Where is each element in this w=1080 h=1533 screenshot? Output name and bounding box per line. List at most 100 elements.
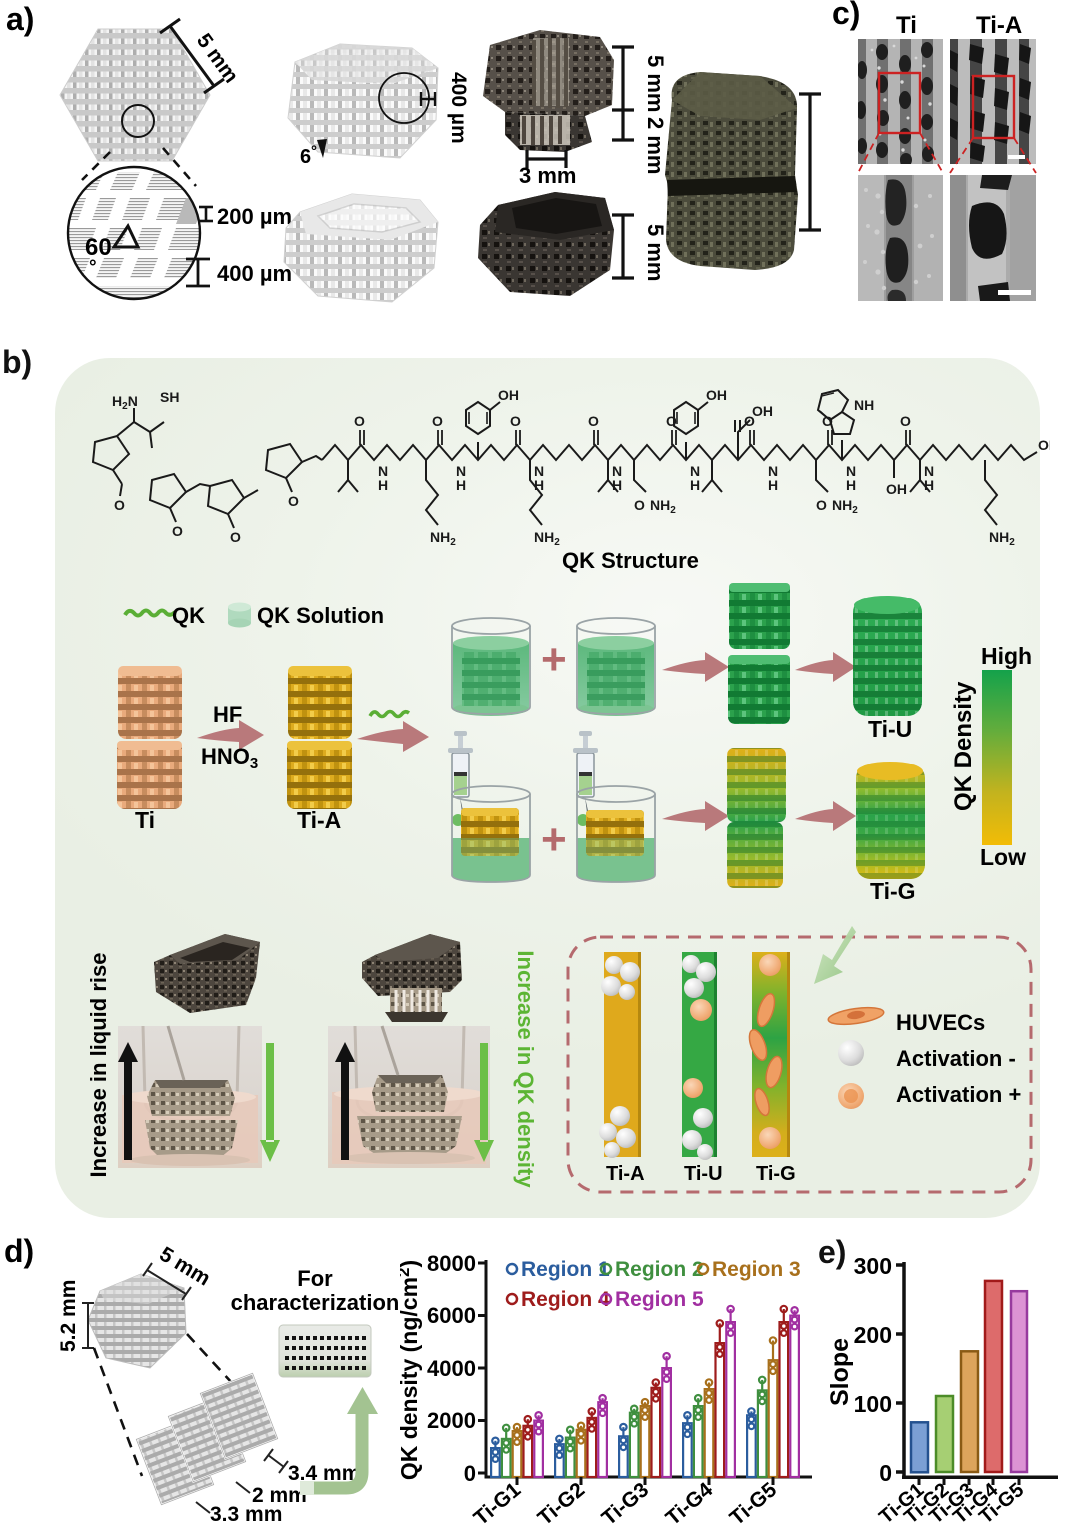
svg-text:3.3 mm: 3.3 mm (210, 1503, 282, 1526)
svg-text:O: O (744, 413, 755, 429)
svg-text:Region 4: Region 4 (521, 1288, 610, 1311)
svg-text:O: O (354, 413, 365, 429)
svg-text:Ti-U: Ti-U (684, 1163, 723, 1185)
svg-text:6: 6 (300, 146, 311, 168)
svg-text:H: H (846, 477, 856, 493)
svg-text:Increase in liquid rise: Increase in liquid rise (86, 953, 111, 1178)
svg-text:O: O (114, 497, 125, 513)
svg-text:Ti-A: Ti-A (606, 1163, 645, 1185)
svg-text:N: N (846, 463, 856, 479)
svg-text:5 mm: 5 mm (643, 55, 668, 112)
svg-text:N: N (456, 463, 466, 479)
svg-text:300: 300 (854, 1253, 892, 1279)
svg-text:d): d) (4, 1233, 34, 1269)
svg-text:N: N (924, 463, 934, 479)
svg-text:NH2: NH2 (430, 529, 456, 548)
svg-text:OH: OH (886, 481, 907, 497)
svg-text:OH: OH (498, 387, 519, 403)
svg-text:Ti: Ti (896, 12, 917, 39)
svg-text:Ti-G: Ti-G (756, 1163, 796, 1185)
svg-text:Region 5: Region 5 (615, 1288, 704, 1311)
svg-text:characterization: characterization (231, 1290, 400, 1315)
svg-text:+: + (541, 635, 567, 684)
svg-text:5 mm: 5 mm (643, 224, 668, 281)
svg-text:O: O (230, 529, 241, 545)
svg-text:4000: 4000 (427, 1356, 476, 1381)
svg-text:400 µm: 400 µm (217, 261, 292, 286)
svg-text:H: H (456, 477, 466, 493)
svg-text:Ti-U: Ti-U (868, 716, 912, 742)
svg-text:OH: OH (1038, 437, 1050, 453)
svg-text:NH2: NH2 (650, 497, 676, 516)
svg-text:O: O (816, 497, 827, 513)
svg-text:O: O (432, 413, 443, 429)
svg-text:Region 1: Region 1 (521, 1258, 610, 1281)
svg-text:O: O (510, 413, 521, 429)
svg-text:N: N (612, 463, 622, 479)
svg-text:O: O (288, 493, 299, 509)
svg-text:c): c) (832, 0, 860, 31)
svg-text:3.4 mm: 3.4 mm (288, 1462, 360, 1485)
svg-text:H: H (924, 477, 934, 493)
svg-text:a): a) (6, 1, 34, 37)
svg-text:2 mm: 2 mm (252, 1484, 307, 1507)
svg-text:N: N (534, 463, 544, 479)
svg-text:Ti-A: Ti-A (297, 807, 341, 833)
svg-text:Ti-A: Ti-A (976, 12, 1022, 39)
svg-text:200 µm: 200 µm (217, 204, 292, 229)
svg-text:+: + (541, 815, 567, 864)
svg-text:H: H (378, 477, 388, 493)
svg-text:For: For (297, 1266, 333, 1291)
svg-text:N: N (768, 463, 778, 479)
svg-text:O: O (634, 497, 645, 513)
svg-text:O: O (822, 413, 833, 429)
svg-text:Ti-G3: Ti-G3 (598, 1478, 654, 1530)
svg-text:Ti-G: Ti-G (870, 878, 916, 904)
svg-text:NH2: NH2 (534, 529, 560, 548)
svg-text:Region 2: Region 2 (615, 1258, 704, 1281)
svg-text:HF: HF (213, 702, 242, 727)
svg-text:°: ° (89, 257, 97, 278)
svg-text:2000: 2000 (427, 1408, 476, 1433)
svg-text:O: O (666, 413, 677, 429)
svg-text:QK density (ng/cm2): QK density (ng/cm2) (400, 1260, 422, 1480)
svg-text:HUVECs: HUVECs (896, 1010, 985, 1035)
svg-text:O: O (900, 413, 911, 429)
svg-text:H: H (768, 477, 778, 493)
svg-text:Ti-G4: Ti-G4 (662, 1478, 718, 1530)
svg-text:200: 200 (854, 1322, 892, 1348)
svg-text:SH: SH (160, 389, 179, 405)
svg-text:QK: QK (172, 603, 205, 628)
svg-text:N: N (378, 463, 388, 479)
svg-text:HNO3: HNO3 (201, 744, 258, 772)
svg-text:H: H (612, 477, 622, 493)
svg-text:Activation -: Activation - (896, 1046, 1016, 1071)
svg-text:100: 100 (854, 1391, 892, 1417)
svg-text:NH: NH (854, 397, 874, 413)
svg-text:2 mm: 2 mm (643, 117, 668, 174)
svg-text:OH: OH (752, 403, 773, 419)
svg-text:0: 0 (464, 1461, 476, 1486)
svg-text:Region 3: Region 3 (712, 1258, 801, 1281)
svg-text:3 mm: 3 mm (519, 163, 576, 188)
svg-text:°: ° (311, 143, 317, 160)
svg-text:60: 60 (85, 234, 112, 261)
svg-text:0: 0 (879, 1460, 892, 1486)
svg-text:Activation +: Activation + (896, 1082, 1021, 1107)
svg-text:H: H (690, 477, 700, 493)
svg-text:O: O (588, 413, 599, 429)
svg-text:High: High (981, 643, 1032, 669)
svg-text:QK Density: QK Density (950, 681, 977, 811)
svg-text:Ti: Ti (135, 807, 155, 833)
svg-text:QK Solution: QK Solution (257, 603, 384, 628)
svg-text:Ti-G2: Ti-G2 (534, 1478, 590, 1530)
svg-text:Increase in QK density: Increase in QK density (513, 950, 538, 1188)
svg-text:Slope: Slope (826, 1338, 854, 1406)
svg-text:400 µm: 400 µm (447, 72, 470, 144)
svg-text:N: N (690, 463, 700, 479)
svg-text:Ti-G5: Ti-G5 (726, 1478, 782, 1530)
svg-text:QK Structure: QK Structure (562, 548, 699, 573)
svg-text:H2N: H2N (112, 393, 138, 412)
svg-text:NH2: NH2 (989, 529, 1015, 548)
svg-text:O: O (172, 523, 183, 539)
